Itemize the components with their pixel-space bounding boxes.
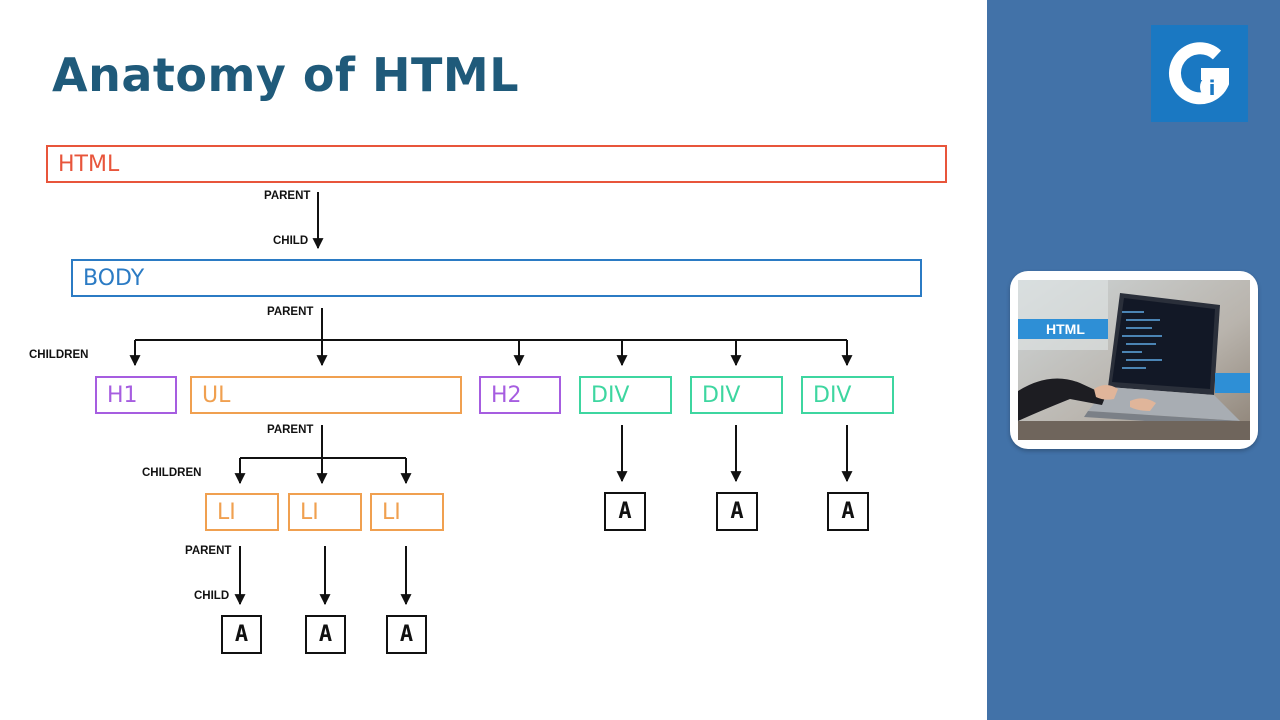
gi-logo: i xyxy=(1151,25,1248,122)
anchor-node: A xyxy=(221,615,262,654)
html-course-thumbnail: HTML xyxy=(1010,271,1258,449)
children-label: CHILDREN xyxy=(29,349,89,361)
div-node: DIV xyxy=(690,376,783,414)
thumbnail-html-badge: HTML xyxy=(1046,321,1085,337)
anchor-node: A xyxy=(305,615,346,654)
ul-node-label: UL xyxy=(202,382,231,408)
child-label: CHILD xyxy=(194,590,230,602)
anchor-node-label: A xyxy=(234,622,249,647)
div-node: DIV xyxy=(801,376,894,414)
div-node: DIV xyxy=(579,376,672,414)
li-node: LI xyxy=(288,493,362,531)
anchor-node: A xyxy=(604,492,646,531)
anchor-node: A xyxy=(386,615,427,654)
body-node: BODY xyxy=(71,259,922,297)
anchor-node-label: A xyxy=(318,622,333,647)
anchor-node-label: A xyxy=(730,499,744,524)
svg-text:i: i xyxy=(1209,76,1216,100)
html-node: HTML xyxy=(46,145,947,183)
h1-node: H1 xyxy=(95,376,177,414)
h2-node: H2 xyxy=(479,376,561,414)
anchor-node: A xyxy=(716,492,758,531)
parent-label: PARENT xyxy=(267,306,314,318)
children-label: CHILDREN xyxy=(142,467,202,479)
parent-label: PARENT xyxy=(264,190,311,202)
body-node-label: BODY xyxy=(83,265,145,291)
parent-label: PARENT xyxy=(185,545,232,557)
child-label: CHILD xyxy=(273,235,309,247)
slide-title: Anatomy of HTML xyxy=(52,48,520,102)
h1-node-label: H1 xyxy=(107,382,138,408)
h2-node-label: H2 xyxy=(491,382,522,408)
div-node-label: DIV xyxy=(813,382,852,408)
li-node-label: LI xyxy=(300,499,319,525)
li-node: LI xyxy=(370,493,444,531)
ul-node: UL xyxy=(190,376,462,414)
anchor-node-label: A xyxy=(841,499,855,524)
div-node-label: DIV xyxy=(702,382,741,408)
connector-lines xyxy=(129,192,853,606)
gi-logo-mark: i xyxy=(1168,42,1229,105)
laptop-photo xyxy=(1018,280,1250,440)
html-node-label: HTML xyxy=(58,151,120,177)
li-node-label: LI xyxy=(382,499,401,525)
anchor-node-label: A xyxy=(618,499,632,524)
parent-label: PARENT xyxy=(267,424,314,436)
anchor-node: A xyxy=(827,492,869,531)
div-node-label: DIV xyxy=(591,382,630,408)
li-node: LI xyxy=(205,493,279,531)
anchor-node-label: A xyxy=(399,622,414,647)
li-node-label: LI xyxy=(217,499,236,525)
